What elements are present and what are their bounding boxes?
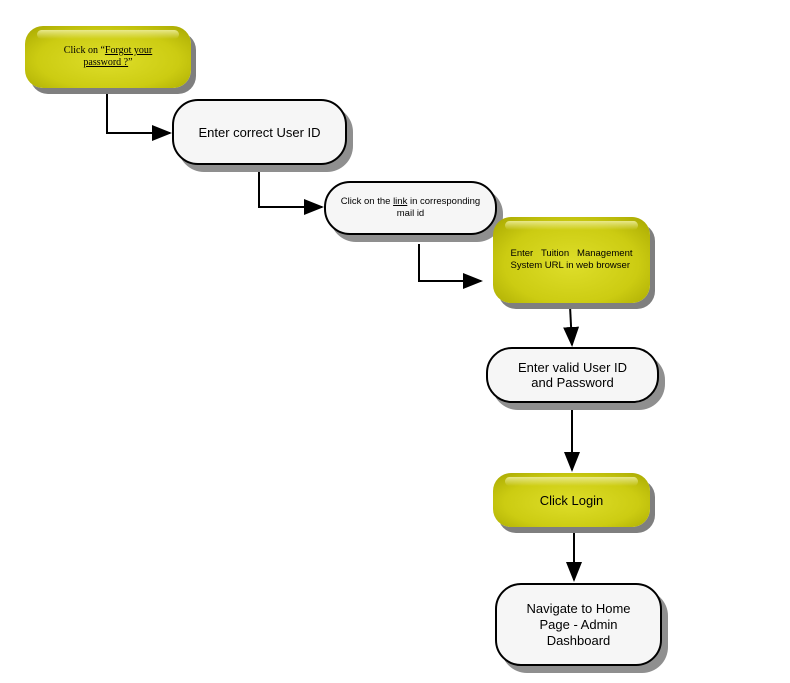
click-link-prefix-text: Click on the	[340, 196, 394, 207]
step-click-mail-link-label: Click on the link in corresponding mail …	[341, 196, 481, 220]
connector-url-to-credentials	[563, 305, 580, 347]
step-click-login-label: Click Login	[539, 492, 604, 508]
step-click-mail-link: Click on the link in corresponding mail …	[324, 181, 497, 235]
step-enter-credentials-label: Enter valid User ID and Password	[517, 360, 628, 390]
step-enter-credentials: Enter valid User ID and Password	[486, 347, 659, 403]
step-forgot-password-label: Click on “Forgot your password ?”	[53, 45, 163, 69]
step-enter-url-label: Enter Tuition Management System URL in w…	[510, 248, 633, 271]
forgot-password-link[interactable]: Forgot your password ?	[83, 45, 153, 68]
step-navigate-home-label: Navigate to Home Page - Admin Dashboard	[526, 600, 631, 648]
click-link-suffix-text: in corresponding mail id	[396, 196, 481, 219]
connector-forgot-to-userid	[106, 88, 172, 141]
forgot-prefix-text: Click on “	[63, 45, 105, 56]
mail-link[interactable]: link	[393, 196, 408, 207]
step-navigate-home: Navigate to Home Page - Admin Dashboard	[495, 583, 662, 666]
connector-link-to-url	[418, 244, 483, 289]
step-click-login[interactable]: Click Login	[493, 473, 650, 527]
step-enter-url: Enter Tuition Management System URL in w…	[493, 217, 650, 303]
step-enter-user-id-label: Enter correct User ID	[198, 124, 321, 140]
connector-userid-to-link	[258, 168, 324, 215]
step-forgot-password[interactable]: Click on “Forgot your password ?”	[25, 26, 191, 88]
forgot-suffix-text: ”	[128, 57, 133, 68]
step-enter-user-id: Enter correct User ID	[172, 99, 347, 165]
